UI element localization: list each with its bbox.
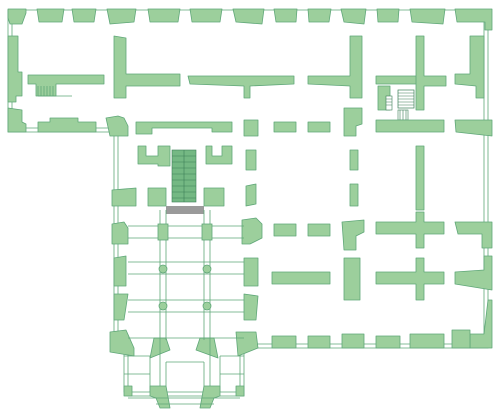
small-staircase bbox=[385, 89, 415, 121]
main-staircase bbox=[137, 145, 233, 214]
colonnade-grid bbox=[128, 210, 244, 396]
left-wing bbox=[7, 35, 181, 137]
upper-partitions bbox=[187, 35, 485, 111]
columns bbox=[157, 223, 213, 311]
middle-band bbox=[135, 107, 493, 137]
top-wall-piers bbox=[7, 8, 493, 31]
courtyard-walls bbox=[111, 145, 425, 211]
south-portico bbox=[123, 355, 245, 409]
bottom-wall-piers bbox=[109, 329, 471, 359]
lower-partitions bbox=[111, 211, 493, 349]
